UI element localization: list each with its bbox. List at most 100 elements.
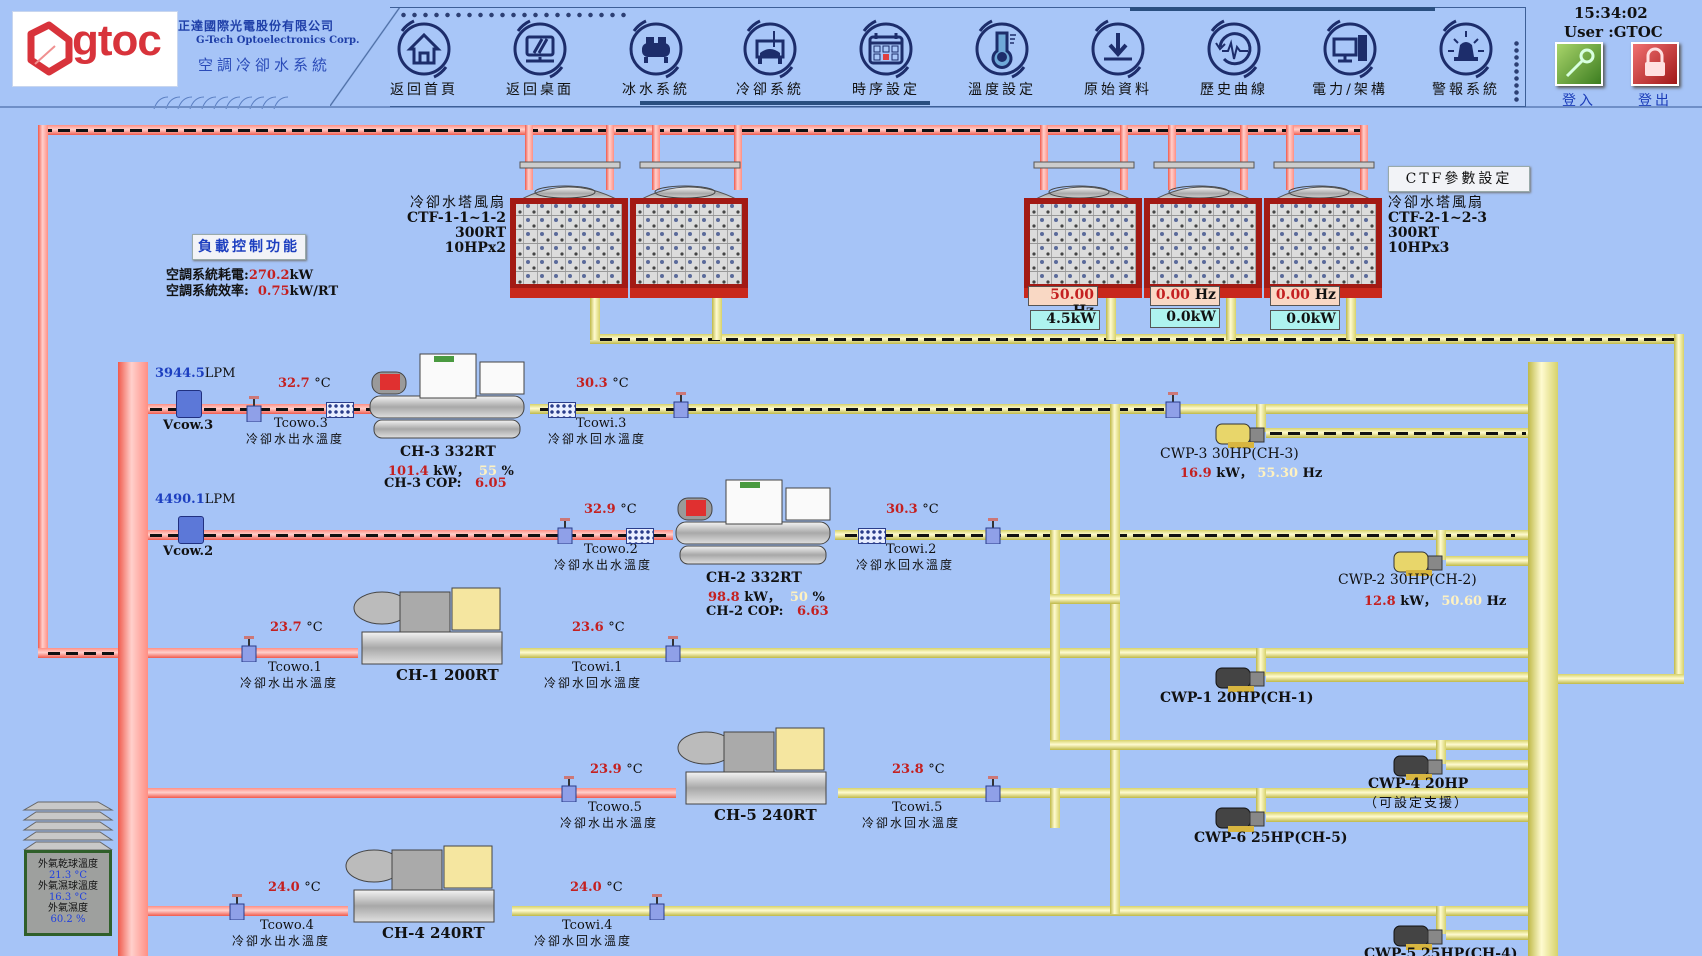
ctf-settings-button[interactable]: CTF參數設定 [1388, 166, 1530, 192]
logout-button[interactable]: 登出 [1628, 42, 1682, 109]
nav-cooling-system-label: 冷卻系統 [736, 82, 804, 98]
pump-icon [1393, 755, 1443, 780]
pct-unit: % [812, 590, 825, 605]
supply-pipe-left [38, 125, 48, 658]
nav-history-button[interactable]: 歷史曲線 [1182, 17, 1286, 101]
cooling-tower-icon [510, 161, 628, 298]
nav-schedule-button[interactable]: 時序設定 [834, 17, 938, 101]
valve-icon[interactable] [984, 776, 1002, 803]
chiller-ch4[interactable] [336, 836, 508, 928]
valve-icon[interactable] [245, 396, 263, 423]
header-divider [0, 106, 1702, 108]
pump-cwp3[interactable] [1214, 420, 1266, 450]
valve-icon[interactable] [1164, 392, 1182, 419]
flow-meter-icon[interactable] [178, 516, 204, 544]
pump-hz: 50.60 [1441, 594, 1483, 609]
pump-branch [1256, 404, 1266, 432]
tower-outlet [712, 290, 722, 340]
valve-icon[interactable] [556, 518, 574, 545]
pump-cwp4[interactable] [1392, 752, 1444, 782]
valve-icon[interactable] [672, 392, 690, 419]
computer-icon [1323, 19, 1377, 79]
nav-raw-data-button[interactable]: 原始資料 [1066, 17, 1170, 101]
chiller-ch3[interactable] [362, 352, 532, 446]
nav-home-label: 返回首頁 [390, 82, 458, 98]
pump-cwp5-name: CWP-5 25HP(CH-4) [1364, 946, 1518, 956]
flow-meter-icon[interactable] [176, 390, 202, 418]
temp-unit: °C [608, 620, 625, 635]
temp-value: 30.3 [886, 502, 918, 517]
chiller-ch3-load: 101.4 kW， 55 % [388, 460, 514, 479]
pump-cwp2[interactable] [1392, 548, 1444, 578]
pump-cwp1-name: CWP-1 20HP(CH-1) [1160, 690, 1314, 706]
system-efficiency-value: 0.75 [257, 284, 290, 299]
wet-bulb-reading: 16.3 °C [27, 892, 109, 903]
pump-cwp6[interactable] [1214, 804, 1266, 834]
tower-group-1-id: CTF-1-1~1-2 [407, 210, 506, 226]
temp-value: 23.6 [572, 620, 604, 635]
ch3-out-temp: 32.7 °C [278, 376, 331, 391]
temp-unit: °C [626, 762, 643, 777]
system-efficiency: 空調系統效率: 0.75kW/RT [166, 280, 338, 299]
tower-inlet [734, 125, 742, 190]
dry-bulb-unit: °C [74, 870, 88, 881]
chiller-ch2[interactable] [668, 478, 838, 572]
chiller-icon [353, 587, 503, 665]
tower-group-1-info: 冷卻水塔風扇 CTF-1-1~1-2 300RT 10HPx2 [396, 196, 506, 256]
pump-icon [1393, 551, 1443, 576]
valve-icon[interactable] [664, 636, 682, 663]
tower-group-1-title: 冷卻水塔風扇 [410, 195, 506, 211]
ch5-out-temp: 23.9 °C [590, 762, 643, 777]
ctf-2-3-kw-value: 0.0 [1286, 311, 1311, 327]
logo-text: gtoc [72, 16, 162, 65]
ctf-2-2-power: 0.0kW [1150, 308, 1220, 328]
valve-icon[interactable] [228, 894, 246, 921]
nav-cooling-system-button[interactable]: 冷卻系統 [718, 17, 822, 101]
kw-unit: kW， [744, 590, 781, 605]
nav-desktop-button[interactable]: 返回桌面 [488, 17, 592, 101]
valve-icon[interactable] [560, 776, 578, 803]
nav-raw-data-label: 原始資料 [1084, 82, 1152, 98]
login-button[interactable]: 登入 [1552, 42, 1606, 109]
return-header [1528, 362, 1558, 956]
pump-cwp1[interactable] [1214, 664, 1266, 694]
humidity-unit: % [75, 914, 86, 925]
temp-unit: °C [620, 502, 637, 517]
tower-outlet [1106, 290, 1116, 340]
nav-temperature-button[interactable]: 溫度設定 [950, 17, 1054, 101]
valve-icon[interactable] [240, 636, 258, 663]
tower-inlet [525, 125, 533, 190]
nav-chilled-water-button[interactable]: 冰水系統 [604, 17, 708, 101]
load-control-button[interactable]: 負載控制功能 [192, 234, 306, 260]
flow-value: 3944.5 [155, 366, 205, 381]
ctf-2-2-frequency: 0.00 Hz [1150, 286, 1220, 306]
nav-dots-vertical [1514, 40, 1519, 102]
nav-alarm-button[interactable]: 警報系統 [1414, 17, 1518, 101]
weather-shield-icon [22, 801, 114, 850]
pump-branch [1266, 812, 1528, 822]
tower-inlet [1286, 125, 1294, 190]
clock: 15:34:02 [1574, 4, 1648, 22]
chiller-ch5[interactable] [668, 718, 840, 810]
tower-outlet [1226, 290, 1236, 340]
cooling-tower-1-1[interactable] [510, 160, 628, 310]
chiller-load-pct: 50 [789, 590, 808, 605]
nav-home-button[interactable]: 返回首頁 [372, 17, 476, 101]
return-crossover [1110, 404, 1120, 914]
chiller-ch1[interactable] [344, 578, 516, 670]
pump-cwp5[interactable] [1392, 922, 1444, 952]
tower-inlet [1168, 125, 1176, 190]
pump-branch [1446, 760, 1528, 770]
lock-icon [1631, 42, 1679, 86]
kw-unit: kW， [1216, 466, 1253, 481]
nav-power-button[interactable]: 電力/架構 [1298, 17, 1402, 101]
ch2-in-desc: 冷卻水回水溫度 [856, 558, 955, 572]
cooling-tower-1-2[interactable] [630, 160, 748, 310]
chiller-icon [629, 19, 683, 79]
valve-icon[interactable] [648, 894, 666, 921]
home-icon [397, 19, 451, 79]
temp-unit: °C [314, 376, 331, 391]
tower-inlet [652, 125, 660, 190]
ctf-2-1-frequency: 50.00 Hz [1028, 286, 1098, 319]
valve-icon[interactable] [984, 518, 1002, 545]
